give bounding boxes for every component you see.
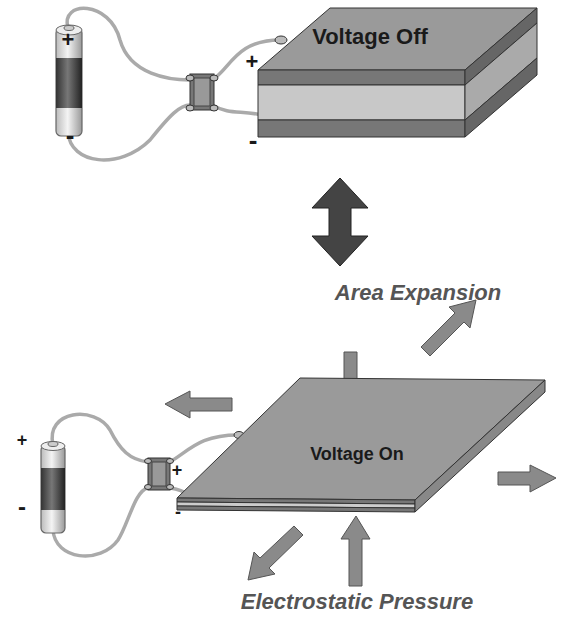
polarity-sign: + [17,430,28,451]
elastomer-slab: Voltage On [172,372,548,518]
motion-arrow [165,300,556,586]
battery-symbol [41,442,65,534]
polarity-sign: + [246,49,259,75]
polarity-sign: - [66,120,75,151]
wire [67,8,280,160]
polarity-sign: - [175,502,181,523]
polarity-sign: - [18,493,26,521]
polarity-sign: - [249,125,258,156]
transition-arrow [312,142,368,372]
polarity-sign: + [172,460,183,481]
polarity-sign: + [62,27,75,53]
elastomer-slab: Voltage Off [255,5,541,142]
annotation-label: Electrostatic Pressure [241,589,473,615]
battery-symbol [56,25,82,136]
slab-label: Voltage Off [312,24,428,50]
annotation-label: Area Expansion [335,280,501,306]
slab-label: Voltage On [310,444,404,465]
